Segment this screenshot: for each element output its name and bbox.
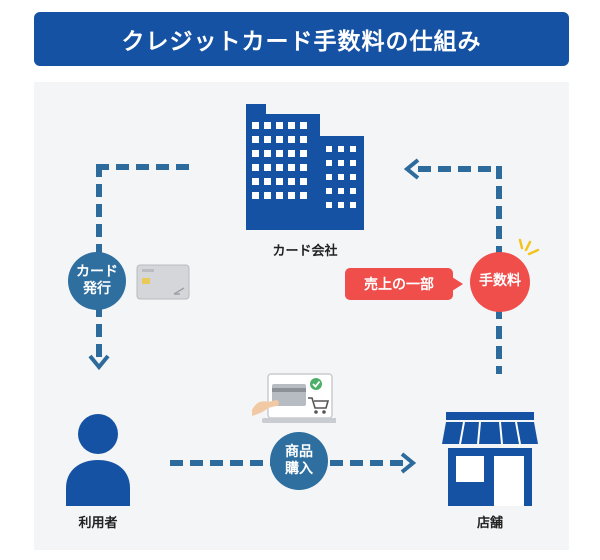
bubble-tail bbox=[452, 277, 463, 291]
connector-company-right bbox=[418, 166, 502, 172]
user-label: 利用者 bbox=[78, 516, 118, 531]
card-issue-badge: カード 発行 bbox=[68, 252, 126, 310]
purchase-line2: 購入 bbox=[285, 461, 313, 477]
connector-company-left bbox=[96, 164, 192, 170]
company-label: カード会社 bbox=[272, 244, 338, 259]
share-of-sales-label: 売上の一部 bbox=[364, 277, 434, 293]
fee-label: 手数料 bbox=[479, 273, 521, 290]
page-title: クレジットカード手数料の仕組み bbox=[121, 29, 482, 55]
arrow-down-icon bbox=[88, 354, 110, 371]
purchase-line1: 商品 bbox=[285, 443, 313, 460]
card-issue-line2: 発行 bbox=[83, 281, 111, 297]
share-of-sales-bubble: 売上の一部 bbox=[345, 268, 453, 300]
fee-badge: 手数料 bbox=[470, 252, 530, 312]
store-label: 店舗 bbox=[476, 516, 503, 531]
arrow-left-icon bbox=[403, 158, 420, 180]
sparkle-icon bbox=[518, 238, 540, 256]
arrow-right-icon bbox=[400, 452, 417, 474]
office-building-icon bbox=[246, 104, 364, 230]
card-issue-line1: カード bbox=[76, 263, 118, 280]
title-banner: クレジットカード手数料の仕組み bbox=[34, 12, 569, 66]
user-icon bbox=[66, 414, 130, 506]
online-payment-icon bbox=[252, 373, 336, 423]
credit-card-icon bbox=[136, 264, 190, 300]
store-icon bbox=[442, 412, 538, 506]
purchase-badge: 商品 購入 bbox=[270, 432, 328, 490]
